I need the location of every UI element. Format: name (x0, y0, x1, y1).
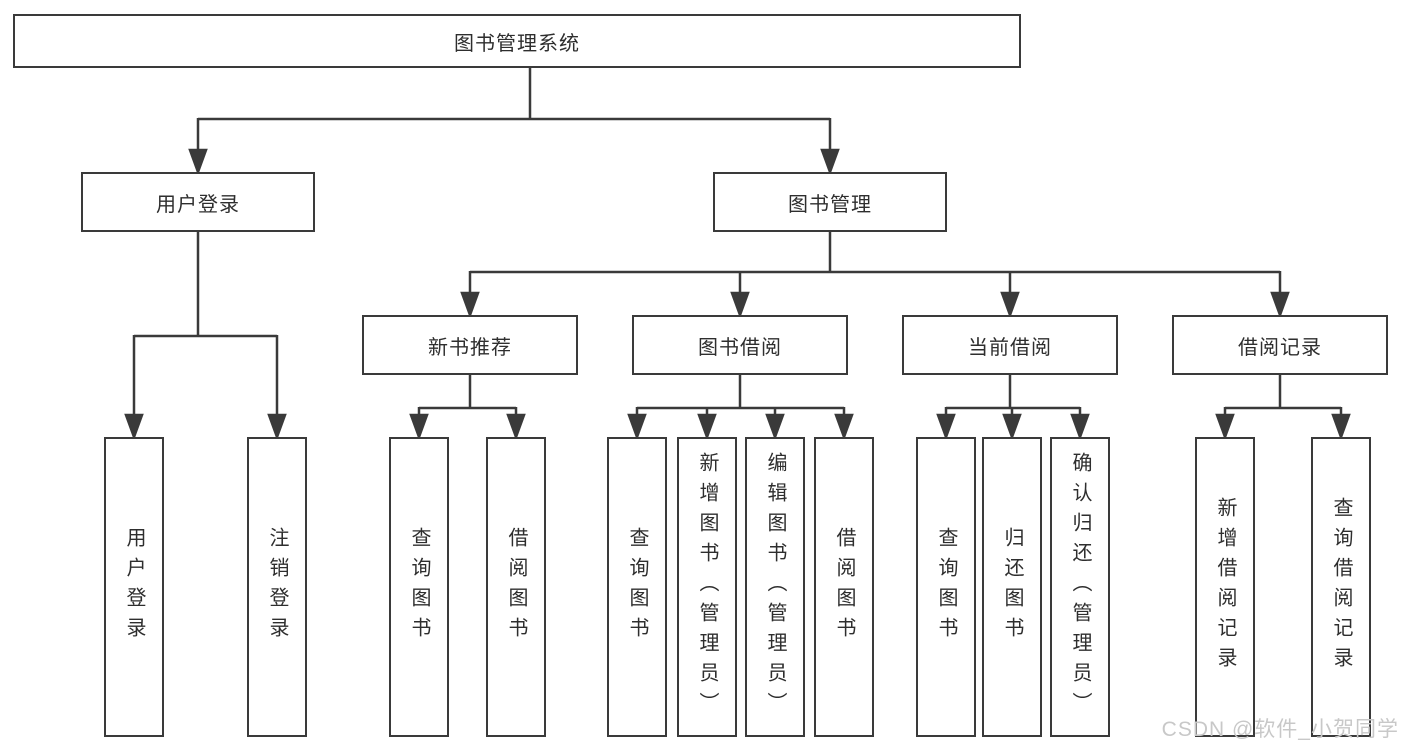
node-current-borrowing: 当前借阅 (902, 315, 1118, 375)
node-label: 当前借阅 (968, 336, 1052, 359)
leaf-label: 查询图书 (935, 527, 957, 647)
leaf-label: 确认归还（管理员） (1069, 452, 1091, 722)
leaf-label: 借阅图书 (505, 527, 527, 647)
node-library-system: 图书管理系统 (13, 14, 1021, 68)
leaf-add-book-admin: 新增图书（管理员） (677, 437, 737, 737)
node-label: 图书管理系统 (454, 32, 580, 55)
node-label: 借阅记录 (1238, 336, 1322, 359)
leaf-query-books-recommend: 查询图书 (389, 437, 449, 737)
leaf-query-books-current: 查询图书 (916, 437, 976, 737)
leaf-label: 借阅图书 (833, 527, 855, 647)
leaf-label: 查询图书 (626, 527, 648, 647)
node-borrowing-records: 借阅记录 (1172, 315, 1388, 375)
csdn-watermark: CSDN @软件_小贺同学 (1161, 718, 1399, 741)
leaf-user-login: 用户登录 (104, 437, 164, 737)
node-user-login: 用户登录 (81, 172, 315, 232)
leaf-edit-book-admin: 编辑图书（管理员） (745, 437, 805, 737)
leaf-query-borrow-record: 查询借阅记录 (1311, 437, 1371, 737)
leaf-label: 编辑图书（管理员） (764, 452, 786, 722)
leaf-label: 注销登录 (266, 527, 288, 647)
leaf-label: 归还图书 (1001, 527, 1023, 647)
leaf-borrow-books-recommend: 借阅图书 (486, 437, 546, 737)
leaf-label: 查询借阅记录 (1330, 497, 1352, 677)
leaf-logout: 注销登录 (247, 437, 307, 737)
leaf-query-books-borrowing: 查询图书 (607, 437, 667, 737)
leaf-confirm-return-admin: 确认归还（管理员） (1050, 437, 1110, 737)
node-label: 图书管理 (788, 193, 872, 216)
leaf-label: 新增图书（管理员） (696, 452, 718, 722)
node-label: 用户登录 (156, 193, 240, 216)
node-book-management: 图书管理 (713, 172, 947, 232)
leaf-borrow-books-borrowing: 借阅图书 (814, 437, 874, 737)
leaf-label: 新增借阅记录 (1214, 497, 1236, 677)
node-new-book-recommend: 新书推荐 (362, 315, 578, 375)
leaf-return-books: 归还图书 (982, 437, 1042, 737)
node-label: 新书推荐 (428, 336, 512, 359)
leaf-label: 用户登录 (123, 527, 145, 647)
node-label: 图书借阅 (698, 336, 782, 359)
leaf-label: 查询图书 (408, 527, 430, 647)
leaf-add-borrow-record: 新增借阅记录 (1195, 437, 1255, 737)
node-book-borrowing: 图书借阅 (632, 315, 848, 375)
